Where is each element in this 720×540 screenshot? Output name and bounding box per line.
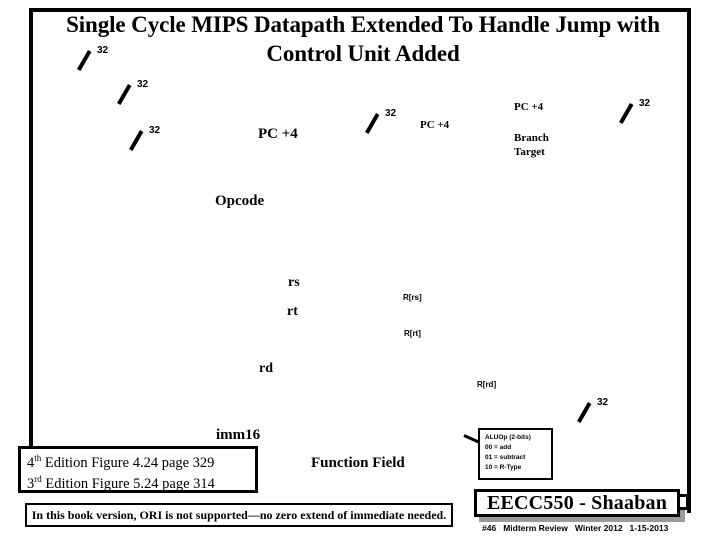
textbook-reference-box: 4th Edition Figure 4.24 page 329 3rd Edi… bbox=[18, 446, 258, 493]
bus-width-label: 32 bbox=[639, 98, 651, 109]
footer-topic: Midterm Review bbox=[503, 523, 568, 533]
aluop-title: ALUOp (2-bits) bbox=[485, 434, 531, 441]
course-title: EECC550 - Shaaban bbox=[474, 489, 680, 517]
bus-width-label: 32 bbox=[597, 397, 609, 408]
aluop-legend-box: ALUOp (2-bits) 00 = add 01 = subtract 10… bbox=[478, 428, 553, 480]
slide-frame-top-border bbox=[29, 8, 691, 12]
label-pc-plus-4-adder: PC +4 bbox=[420, 119, 450, 131]
bus-width-label: 32 bbox=[385, 108, 397, 119]
label-rd: rd bbox=[259, 361, 273, 376]
branch-target-line-1: Branch bbox=[514, 132, 549, 144]
label-rt: rt bbox=[287, 304, 298, 319]
label-pc-plus-4-mid: PC +4 bbox=[258, 126, 298, 142]
edition4-number: 4 bbox=[27, 454, 35, 471]
reference-line-4th-edition: 4th Edition Figure 4.24 page 329 bbox=[27, 452, 249, 473]
aluop-row-01: 01 = subtract bbox=[485, 453, 526, 461]
label-reg-rt: R[rt] bbox=[404, 329, 421, 338]
slide-frame-left-border bbox=[29, 8, 33, 488]
bus-width-label: 32 bbox=[137, 79, 149, 90]
label-reg-rd: R[rd] bbox=[477, 380, 497, 389]
bus-width-label: 32 bbox=[149, 125, 161, 136]
page-title: Single Cycle MIPS Datapath Extended To H… bbox=[66, 12, 660, 67]
bus-slash-icon bbox=[129, 130, 144, 152]
edition3-text: Edition Figure 5.24 page 314 bbox=[41, 476, 215, 493]
label-opcode: Opcode bbox=[215, 193, 265, 209]
footer-metadata: #46 Midterm Review Winter 2012 1-15-2013 bbox=[482, 523, 675, 533]
label-branch-target: Branch Target bbox=[514, 132, 549, 160]
label-reg-rs: R[rs] bbox=[403, 293, 422, 302]
footer-term: Winter 2012 bbox=[574, 523, 623, 533]
bus-slash-icon bbox=[117, 84, 132, 106]
footer-banner-tab bbox=[680, 494, 689, 510]
bus-slash-icon bbox=[619, 103, 634, 125]
branch-target-line-2: Target bbox=[514, 145, 545, 158]
edition3-suffix: rd bbox=[34, 474, 42, 485]
footer-slide-number: #46 bbox=[482, 523, 497, 533]
edition4-suffix: th bbox=[34, 453, 42, 463]
label-rs: rs bbox=[288, 275, 300, 290]
aluop-row-10: 10 = R-Type bbox=[485, 463, 522, 471]
edition3-number: 3 bbox=[27, 476, 35, 493]
bus-slash-icon bbox=[365, 113, 380, 135]
slide-frame-right-border bbox=[687, 8, 691, 513]
footer-date: 1-15-2013 bbox=[629, 523, 669, 533]
label-pc-plus-4-branch: PC +4 bbox=[514, 101, 544, 113]
aluop-row-00: 00 = add bbox=[485, 443, 512, 451]
label-function-field: Function Field bbox=[311, 455, 405, 471]
label-imm16: imm16 bbox=[216, 427, 261, 443]
ori-note-box: In this book version, ORI is not support… bbox=[25, 503, 453, 527]
reference-line-3rd-edition: 3rd Edition Figure 5.24 page 314 bbox=[27, 473, 249, 494]
footer-banner: EECC550 - Shaaban #46 Midterm Review Winte… bbox=[474, 489, 689, 537]
edition4-text: Edition Figure 4.24 page 329 bbox=[41, 454, 215, 471]
bus-width-label: 32 bbox=[97, 45, 109, 56]
bus-slash-icon bbox=[577, 402, 592, 424]
